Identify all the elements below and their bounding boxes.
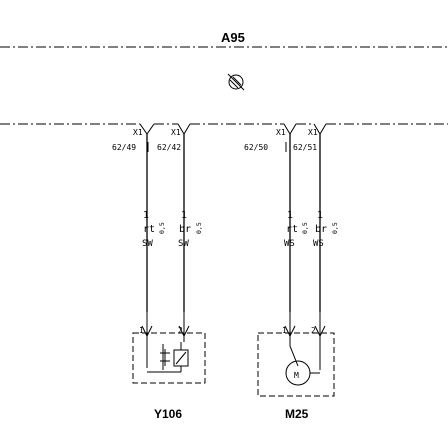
wire-4-pin: 1 — [317, 210, 323, 221]
solenoid-valve-icon — [147, 342, 189, 373]
module-title: A95 — [221, 30, 245, 45]
m25-pin-1: 1 — [282, 326, 287, 335]
wire-1-pin: 1 — [143, 210, 149, 221]
ground-symbol-icon — [227, 73, 245, 91]
wire-3-label: WS — [284, 239, 295, 249]
wire-3-color: rt — [286, 224, 298, 235]
wire-1-color: rt — [143, 224, 155, 235]
motor-symbol-label: M — [294, 371, 299, 380]
wire-4-label: WS — [313, 239, 324, 249]
connector-pin-2: 62/42 — [157, 143, 181, 152]
wire-3-gauge: 0,5 — [301, 222, 309, 234]
y106-reference: Y106 — [154, 407, 182, 421]
component-m25 — [257, 312, 335, 397]
wire-4-color: br — [315, 224, 327, 235]
y106-pin-1: 1 — [139, 326, 144, 335]
connector-name-2: X1 — [171, 128, 181, 137]
wire-2-color: br — [179, 224, 191, 235]
connector-name-1: X1 — [133, 128, 143, 137]
y106-pin-2: 2 — [178, 326, 183, 335]
connector-pin-1: 62/49 — [112, 143, 136, 152]
connector-name-4: X1 — [308, 128, 318, 137]
wire-2-label: SW — [178, 239, 189, 249]
connector-pin-4: 62/51 — [293, 143, 317, 152]
connector-pin-3: 62/50 — [244, 143, 268, 152]
wire-1-label: SW — [142, 239, 153, 249]
wire-2-pin: 1 — [181, 210, 187, 221]
connector-name-3: X1 — [276, 128, 286, 137]
m25-reference: M25 — [285, 407, 309, 421]
m25-pin-2: 2 — [311, 326, 316, 335]
component-y106 — [132, 312, 206, 384]
wire-4-gauge: 0,5 — [331, 222, 339, 234]
wire-3-pin: 1 — [287, 210, 293, 221]
wire-2-gauge: 0,5 — [195, 222, 203, 234]
wire-1-gauge: 0,5 — [158, 222, 166, 234]
module-boundary-bottom — [0, 123, 448, 135]
